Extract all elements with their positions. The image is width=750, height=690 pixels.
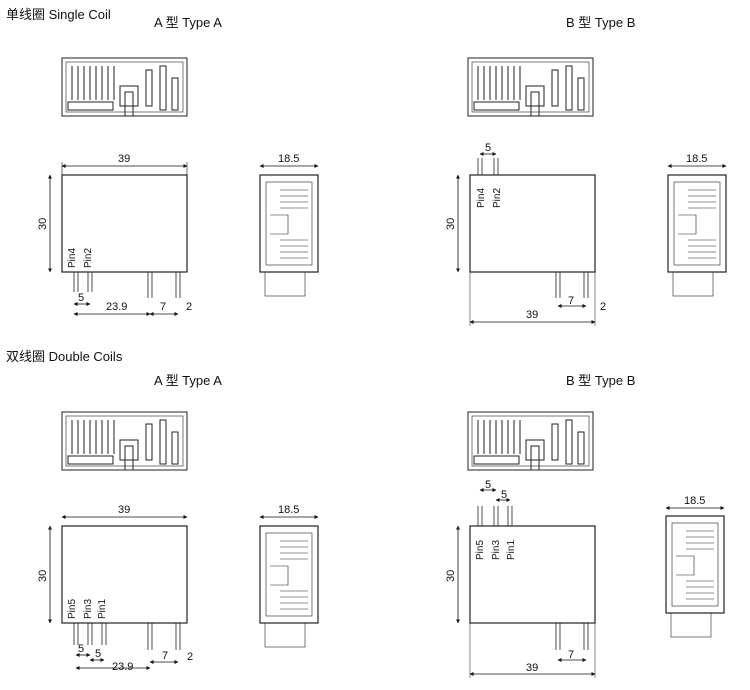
- double-a-offset-dim: 23.9: [112, 661, 133, 673]
- single-a-height-dim: 30: [37, 218, 49, 230]
- double-b-top-view: [467, 411, 594, 471]
- single-type-a-title: A 型 Type A: [154, 15, 222, 30]
- double-a-pin5-label: Pin5: [67, 599, 78, 619]
- single-a-front-view: Pin4 Pin2 39 30 5 23.9 7 2: [37, 153, 192, 316]
- single-b-pin4-label: Pin4: [476, 188, 487, 208]
- double-a-gap2-dim: 2: [187, 651, 193, 663]
- double-a-pin3-label: Pin3: [83, 599, 94, 619]
- single-a-top-view: [61, 57, 188, 117]
- single-b-height-dim: 30: [445, 218, 457, 230]
- single-a-pin4-label: Pin4: [67, 248, 78, 268]
- single-b-front-view: 5 Pin4 Pin2 30 7 2 39: [445, 142, 606, 326]
- single-b-gap7-dim: 7: [568, 295, 574, 307]
- single-a-gap7-dim: 7: [160, 301, 166, 313]
- single-a-width-dim: 39: [118, 153, 130, 165]
- double-b-gap7-dim: 7: [568, 649, 574, 661]
- single-b-pin2-label: Pin2: [492, 188, 503, 208]
- double-a-depth-dim: 18.5: [278, 504, 299, 516]
- single-b-gap2-dim: 2: [600, 301, 606, 313]
- double-b-pin1-label: Pin1: [506, 540, 517, 560]
- double-a-width-dim: 39: [118, 504, 130, 516]
- single-a-offset-dim: 23.9: [106, 301, 127, 313]
- single-a-gap2-dim: 2: [186, 301, 192, 313]
- double-coil-title: 双线圈 Double Coils: [6, 349, 123, 364]
- single-b-pitch-dim: 5: [485, 142, 491, 154]
- single-b-side-view: 18.5: [667, 153, 727, 297]
- double-a-pitch1-dim: 5: [78, 643, 84, 655]
- double-b-pitch1-dim: 5: [485, 479, 491, 491]
- single-b-top-view: [467, 57, 594, 117]
- single-a-side-view: 18.5: [259, 153, 319, 297]
- double-b-pin5-label: Pin5: [475, 540, 486, 560]
- single-type-b-title: B 型 Type B: [566, 15, 636, 30]
- single-a-pin2-label: Pin2: [83, 248, 94, 268]
- double-a-height-dim: 30: [37, 570, 49, 582]
- double-b-side-view: 18.5: [665, 495, 725, 638]
- double-b-depth-dim: 18.5: [684, 495, 705, 507]
- single-a-depth-dim: 18.5: [278, 153, 299, 165]
- double-a-top-view: [61, 411, 188, 471]
- double-a-front-view: Pin5 Pin3 Pin1 39 30 5 5 23.9 7 2: [37, 504, 193, 673]
- single-coil-title: 单线圈 Single Coil: [6, 7, 111, 22]
- double-type-b-title: B 型 Type B: [566, 373, 636, 388]
- single-b-width-dim: 39: [526, 309, 538, 321]
- double-type-a-title: A 型 Type A: [154, 373, 222, 388]
- double-a-pin1-label: Pin1: [97, 599, 108, 619]
- single-a-pitch-dim: 5: [78, 292, 84, 304]
- double-b-front-view: 5 5 Pin5 Pin3 Pin1 30 7 39: [445, 479, 596, 678]
- double-b-pin3-label: Pin3: [491, 540, 502, 560]
- single-b-depth-dim: 18.5: [686, 153, 707, 165]
- double-b-pitch2-dim: 5: [501, 489, 507, 501]
- double-b-height-dim: 30: [445, 570, 457, 582]
- double-b-width-dim: 39: [526, 662, 538, 674]
- double-a-pitch2-dim: 5: [95, 648, 101, 660]
- double-a-side-view: 18.5: [259, 504, 319, 648]
- double-a-gap7-dim: 7: [162, 650, 168, 662]
